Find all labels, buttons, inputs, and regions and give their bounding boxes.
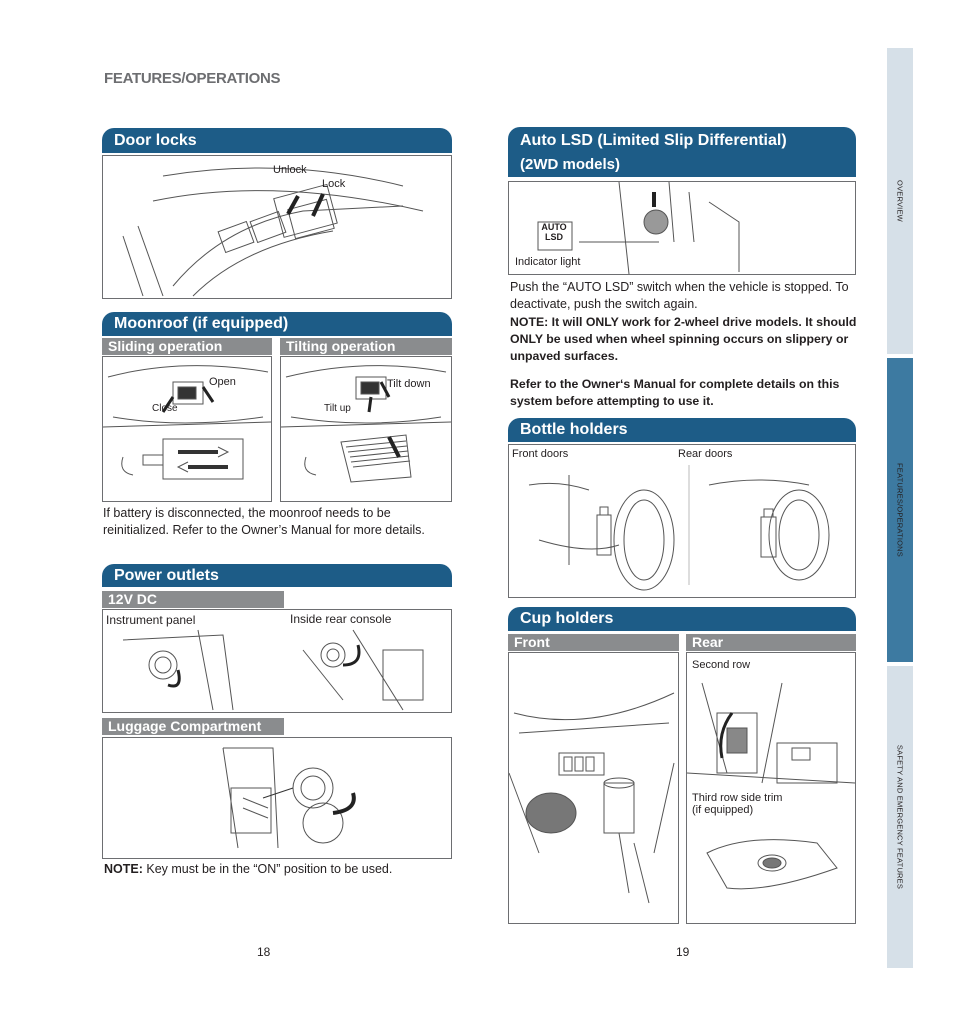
auto-lsd-title-line1: Auto LSD (Limited Slip Differential): [520, 132, 787, 149]
lock-label: Lock: [322, 178, 346, 190]
third-row-label-line2: (if equipped): [692, 804, 754, 816]
cup-front-illustration: [508, 652, 679, 924]
sliding-operation-title: Sliding operation: [102, 338, 272, 355]
cup-holders-title: Cup holders: [508, 607, 856, 631]
bottle-front-doors-label: Front doors: [512, 448, 569, 460]
tab-overview[interactable]: OVERVIEW: [887, 48, 913, 354]
tilting-operation-illustration: [280, 356, 452, 502]
power-outlets-note: NOTE: Key must be in the “ON” position t…: [104, 862, 392, 876]
tab-safety-label: SAFETY AND EMERGENCY FEATURES: [895, 744, 905, 890]
bottle-holders-title: Bottle holders: [508, 418, 856, 442]
inside-rear-console-label: Inside rear console: [290, 612, 392, 626]
auto-lsd-indicator-icon: AUTO LSD: [537, 222, 571, 242]
auto-lsd-indicator-top: AUTO: [541, 222, 567, 232]
moonroof-note: If battery is disconnected, the moonroof…: [103, 506, 425, 537]
luggage-compartment-title: Luggage Compartment: [102, 718, 284, 735]
door-locks-title: Door locks: [102, 128, 452, 153]
moonroof-title: Moonroof (if equipped): [102, 312, 452, 336]
tab-overview-label: OVERVIEW: [895, 180, 905, 222]
cup-rear-illustration: [686, 652, 856, 924]
tilt-up-label: Tilt up: [324, 403, 351, 414]
tab-features-operations[interactable]: FEATURES/OPERATIONS: [887, 358, 913, 662]
page-number-right: 19: [676, 945, 690, 959]
indicator-light-label: Indicator light: [515, 256, 581, 268]
open-label: Open: [209, 376, 236, 388]
cup-rear-title: Rear: [686, 634, 856, 651]
luggage-outlet-illustration: [102, 737, 452, 859]
power-note-text: Key must be in the “ON” position to be u…: [146, 862, 393, 876]
third-row-label: Third row side trim (if equipped): [692, 792, 782, 816]
auto-lsd-refer: Refer to the Owner‘s Manual for complete…: [510, 377, 840, 408]
auto-lsd-note: NOTE: It will ONLY work for 2-wheel driv…: [510, 315, 857, 363]
tilt-down-label: Tilt down: [387, 378, 431, 390]
door-locks-illustration: [102, 155, 452, 299]
auto-lsd-title-line2: (2WD models): [520, 156, 621, 173]
tab-safety-emergency[interactable]: SAFETY AND EMERGENCY FEATURES: [887, 666, 913, 968]
auto-lsd-indicator-bottom: LSD: [545, 232, 563, 242]
auto-lsd-description: Push the “AUTO LSD” switch when the vehi…: [510, 280, 849, 311]
second-row-label: Second row: [692, 659, 751, 671]
tilting-operation-title: Tilting operation: [280, 338, 452, 355]
third-row-label-line1: Third row side trim: [692, 792, 783, 804]
cup-front-title: Front: [508, 634, 679, 651]
bottle-rear-doors-label: Rear doors: [678, 448, 733, 460]
power-outlets-title: Power outlets: [102, 564, 452, 587]
close-label: Close: [152, 403, 178, 414]
power-12v-title: 12V DC: [102, 591, 284, 608]
auto-lsd-illustration: [508, 181, 856, 275]
power-note-label: NOTE:: [104, 862, 143, 876]
unlock-label: Unlock: [273, 164, 307, 176]
tab-features-label: FEATURES/OPERATIONS: [895, 463, 905, 557]
page-header: FEATURES/OPERATIONS: [104, 70, 281, 87]
bottle-holders-illustration: [508, 444, 856, 598]
page-number-left: 18: [257, 945, 271, 959]
instrument-panel-label: Instrument panel: [106, 613, 196, 627]
auto-lsd-title: Auto LSD (Limited Slip Differential) (2W…: [508, 127, 856, 177]
sliding-operation-illustration: [102, 356, 272, 502]
power-outlets-illustration: [102, 609, 452, 713]
